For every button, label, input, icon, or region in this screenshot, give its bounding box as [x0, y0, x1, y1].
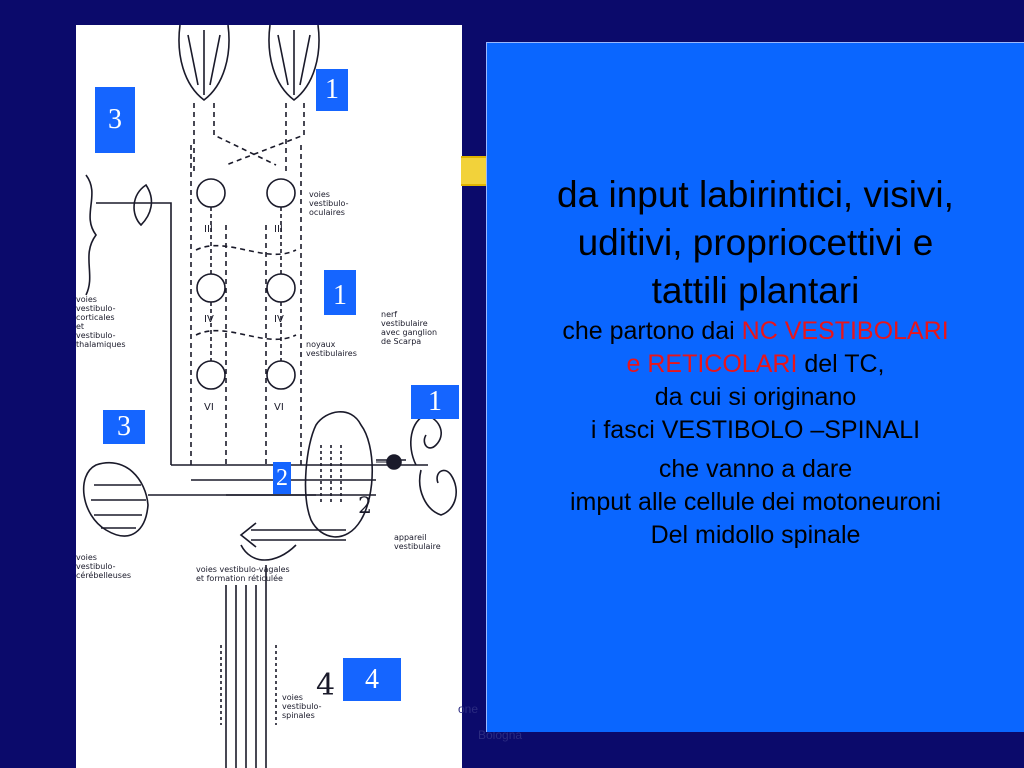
nucleus-VI-right: VI	[274, 402, 284, 413]
text-line-9: imput alle cellule dei motoneuroni	[569, 488, 942, 516]
connector-tab	[461, 156, 487, 186]
text-reticolari: e RETICOLARI	[626, 350, 798, 378]
label-vestibulo-vagales: voies vestibulo-vagales et formation rét…	[196, 565, 290, 583]
text-line-8: che vanno a dare	[658, 455, 853, 483]
nucleus-III-right: III	[274, 224, 283, 235]
badge-1-middle: 1	[324, 270, 356, 315]
label-vestibulo-corticales: voies vestibulo- corticales et vestibulo…	[76, 295, 126, 349]
text-line-4: che partono dai NC VESTIBOLARI	[487, 315, 1024, 348]
nucleus-IV-left: IV	[204, 314, 214, 325]
description-content: da input labirintici, visivi, uditivi, p…	[487, 171, 1024, 552]
diagram-drawing	[82, 25, 457, 768]
handwritten-4: 4	[316, 668, 336, 703]
text-line-5: e RETICOLARI del TC,	[487, 348, 1024, 381]
text-line-3: tattili plantari	[651, 270, 860, 311]
label-vestibulo-cerebelleuses: voies vestibulo- cérébelleuses	[76, 553, 132, 580]
badge-1-right: 1	[411, 385, 459, 419]
text-line-4-pre: che partono dai	[562, 317, 742, 345]
nucleus-VI-left: VI	[204, 402, 214, 413]
badge-2: 2	[273, 462, 291, 494]
text-line-2: uditivi, propriocettivi e	[577, 222, 934, 263]
text-line-1: da input labirintici, visivi,	[557, 174, 954, 215]
badge-4: 4	[343, 658, 401, 701]
text-line-7: i fasci VESTIBOLO –SPINALI	[590, 416, 921, 444]
vestibular-pathways-diagram: voies vestibulo- oculaires voies vestibu…	[76, 25, 462, 768]
label-nerf-vestibulaire: nerf vestibulaire avec ganglion de Scarp…	[381, 310, 438, 346]
nucleus-IV-right: IV	[274, 314, 284, 325]
badge-1-top: 1	[316, 69, 348, 111]
label-vestibulo-oculaires: voies vestibulo- oculaires	[309, 190, 349, 217]
text-nc-vestibolari: NC VESTIBOLARI	[741, 317, 949, 345]
label-vestibulo-spinales: voies vestibulo- spinales	[282, 693, 322, 720]
footer-fragment-1: one	[458, 702, 479, 716]
text-line-5-post: del TC,	[797, 350, 885, 378]
text-line-6: da cui si originano	[654, 383, 857, 411]
label-noyaux-vestibulaires: noyaux vestibulaires	[306, 340, 357, 358]
badge-3-top: 3	[95, 87, 135, 153]
label-appareil-vestibulaire: appareil vestibulaire	[394, 533, 441, 551]
badge-3-bottom: 3	[103, 410, 145, 444]
text-line-10: Del midollo spinale	[650, 521, 861, 549]
handwritten-2: 2	[358, 494, 372, 519]
nucleus-III-left: III	[204, 224, 213, 235]
description-textbox: da input labirintici, visivi, uditivi, p…	[486, 42, 1024, 732]
